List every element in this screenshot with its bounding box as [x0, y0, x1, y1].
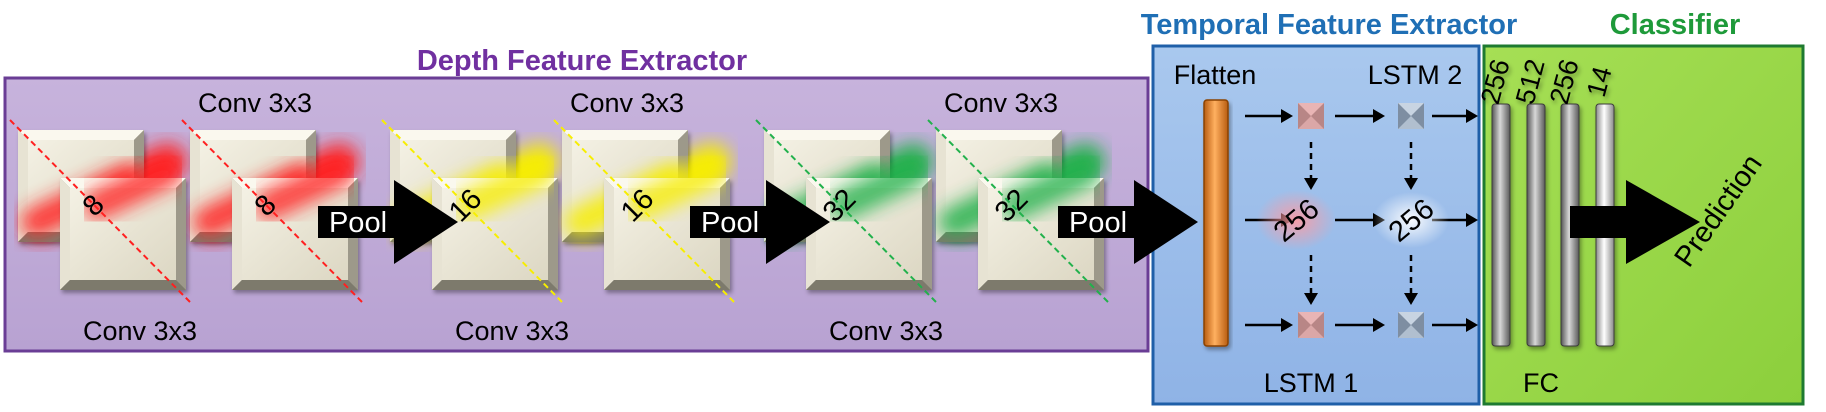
lstm-cells-group — [1245, 103, 1478, 338]
lstm2-to-fc-arrow-top — [1432, 109, 1478, 123]
temporal-extractor-title: Temporal Feature Extractor — [1141, 9, 1518, 41]
fc-layer-1: 256 — [1475, 56, 1516, 347]
pool-arrow-shape — [318, 180, 458, 264]
pool-label: Pool — [329, 207, 387, 239]
conv-bottom-label: Conv 3x3 — [83, 316, 197, 346]
lstm1-recurrent-arrow-top — [1304, 142, 1318, 190]
lstm1-to-lstm2-arrow-bottom — [1335, 318, 1385, 332]
depth-extractor-title: Depth Feature Extractor — [417, 45, 747, 77]
pool-label: Pool — [1069, 207, 1127, 239]
conv-layer-pair: 32 — [927, 119, 1109, 303]
pool-arrow-shape — [690, 180, 830, 264]
feature-stripe — [455, 157, 555, 220]
lstm2-cell-top — [1398, 103, 1424, 129]
lstm1-to-lstm2-arrow-top — [1335, 109, 1385, 123]
dashed-diagonal — [553, 119, 735, 303]
flatten-bar — [1203, 99, 1229, 347]
fc-layer-bar — [1491, 103, 1511, 347]
conv-top-label: Conv 3x3 — [198, 88, 312, 118]
lstm2-recurrent-arrow-top — [1404, 142, 1418, 190]
lstm1-recurrent-arrow-bottom — [1304, 255, 1318, 305]
conv-layer-pair: 8 — [181, 119, 363, 303]
feature-stripe — [627, 157, 727, 220]
lstm2-to-fc-arrow-bottom — [1432, 318, 1478, 332]
flatten-to-lstm1-arrow-top — [1245, 109, 1293, 123]
fc-label: FC — [1523, 368, 1559, 398]
conv-bottom-label: Conv 3x3 — [455, 316, 569, 346]
lstm2-cell-bottom — [1398, 312, 1424, 338]
pool-arrow-2: Pool — [690, 180, 830, 264]
lstm2-label: LSTM 2 — [1368, 60, 1463, 90]
pool-arrow-1: Pool — [318, 180, 458, 264]
fc-layer-bar — [1526, 103, 1546, 347]
dashed-diagonal — [927, 119, 1109, 303]
lstm1-cell-top — [1298, 103, 1324, 129]
flatten-to-lstm1-arrow-bottom — [1245, 318, 1293, 332]
classifier-title: Classifier — [1610, 9, 1741, 41]
pool-arrow-3: Pool — [1058, 180, 1198, 264]
conv-top-label: Conv 3x3 — [944, 88, 1058, 118]
conv-layer-pair: 16 — [553, 119, 735, 303]
prediction-arrow — [1570, 180, 1700, 264]
feature-stripe — [83, 157, 183, 220]
lstm2-recurrent-arrow-bottom — [1404, 255, 1418, 305]
conv-layer-pair: 8 — [9, 119, 191, 303]
feature-stripe — [1001, 157, 1101, 220]
dashed-diagonal — [9, 119, 191, 303]
lstm1-label: LSTM 1 — [1264, 368, 1359, 398]
flatten-label: Flatten — [1174, 60, 1257, 90]
lstm1-cell-bottom — [1298, 312, 1324, 338]
pool-arrow-shape — [1058, 180, 1198, 264]
feature-stripe — [255, 157, 355, 220]
conv-bottom-label: Conv 3x3 — [829, 316, 943, 346]
feature-stripe — [829, 157, 929, 220]
conv-top-label: Conv 3x3 — [570, 88, 684, 118]
dashed-diagonal — [381, 119, 563, 303]
pool-arrows-group: Pool Pool Pool — [318, 180, 1198, 264]
dashed-diagonal — [181, 119, 363, 303]
pool-label: Pool — [701, 207, 759, 239]
dashed-diagonal — [755, 119, 937, 303]
